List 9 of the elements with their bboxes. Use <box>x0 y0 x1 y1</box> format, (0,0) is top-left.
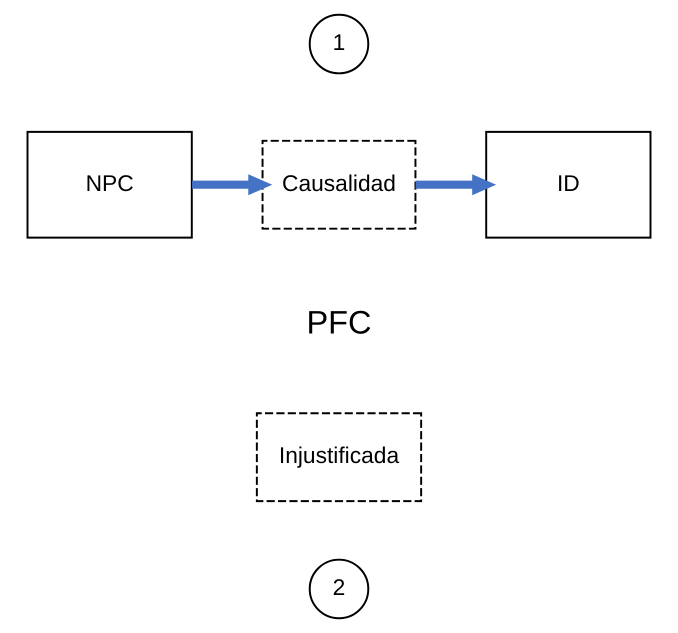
node-circle: 1 <box>308 14 370 74</box>
node-box: Injustificada <box>256 412 422 502</box>
arrow <box>192 174 272 196</box>
arrow <box>416 174 496 196</box>
node-box: Causalidad <box>262 140 416 230</box>
node-circle: 2 <box>308 558 370 620</box>
node-box: ID <box>485 130 652 239</box>
node-text: PFC <box>306 304 372 341</box>
node-box: NPC <box>26 130 193 239</box>
